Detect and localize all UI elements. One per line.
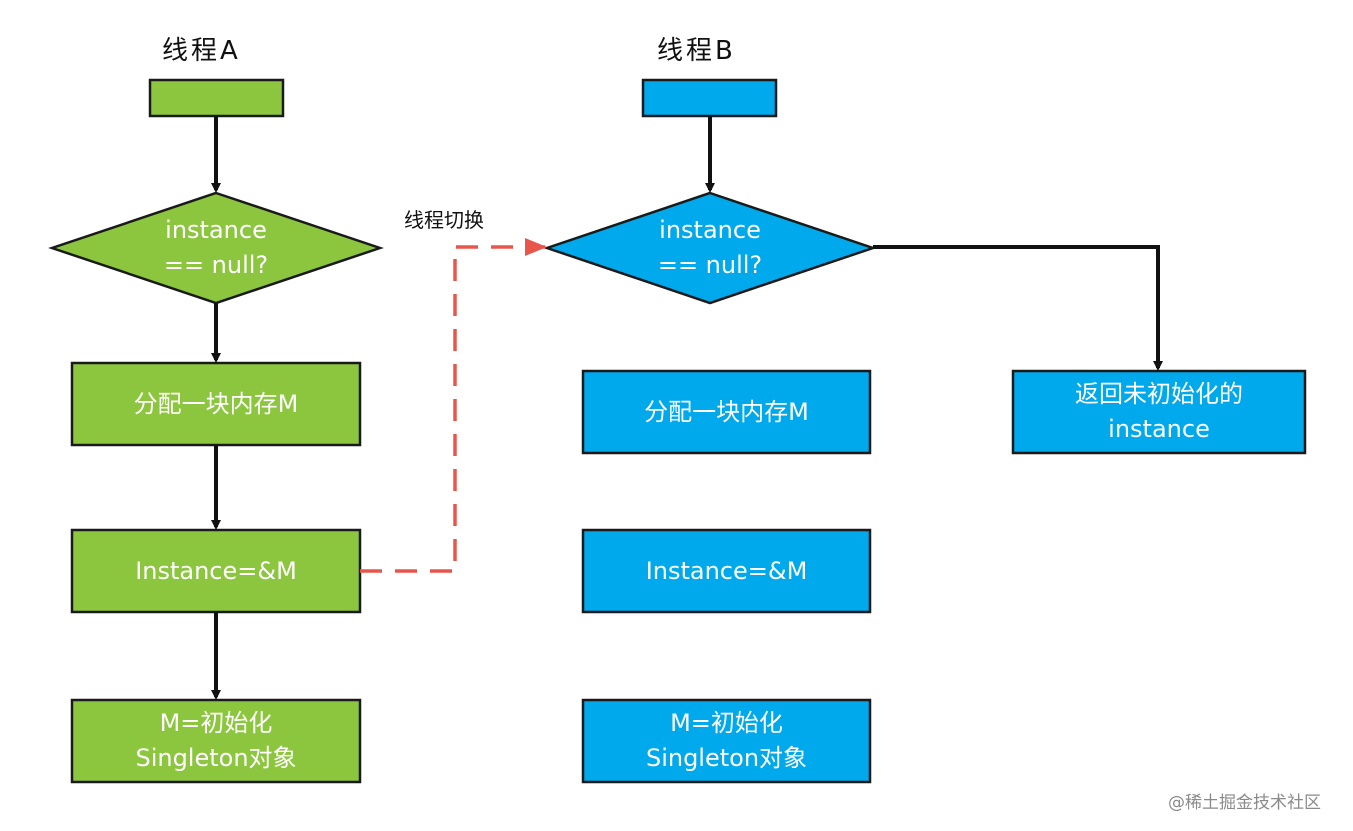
thread-a-assign-box bbox=[70, 528, 362, 614]
thread-a-check-label: instance == null? bbox=[163, 216, 269, 279]
watermark: @稀土掘金技术社区 bbox=[1168, 793, 1321, 813]
thread-b-start-box bbox=[641, 78, 778, 118]
thread-b-return-box bbox=[1011, 369, 1307, 455]
thread-a-assign-label: Instance=&M bbox=[135, 556, 297, 585]
thread-b-return-arrow bbox=[873, 245, 1163, 371]
thread-a-start-box bbox=[148, 78, 285, 118]
thread-b-alloc-label: 分配一块内存M bbox=[644, 397, 809, 426]
thread-b-alloc-box bbox=[581, 369, 872, 455]
thread-switch-arrow bbox=[360, 238, 547, 573]
thread-b-check-label: instance == null? bbox=[657, 216, 763, 279]
thread-a-init-box bbox=[70, 698, 362, 784]
thread-b-return-label: 返回未初始化的 instance bbox=[1075, 380, 1243, 443]
thread-b-init-box bbox=[581, 698, 872, 784]
thread-b-check-diamond bbox=[543, 191, 877, 305]
thread-b-assign-box bbox=[581, 528, 872, 614]
thread-a-title: 线程A bbox=[162, 36, 241, 66]
thread-b-assign-label: Instance=&M bbox=[645, 556, 808, 585]
thread-a-alloc-label: 分配一块内存M bbox=[133, 389, 299, 418]
thread-b-title: 线程B bbox=[657, 36, 736, 66]
thread-a-init-label: M=初始化 Singleton对象 bbox=[135, 709, 297, 772]
thread-switch-label: 线程切换 bbox=[404, 208, 484, 232]
thread-b-init-label: M=初始化 Singleton对象 bbox=[645, 709, 808, 772]
